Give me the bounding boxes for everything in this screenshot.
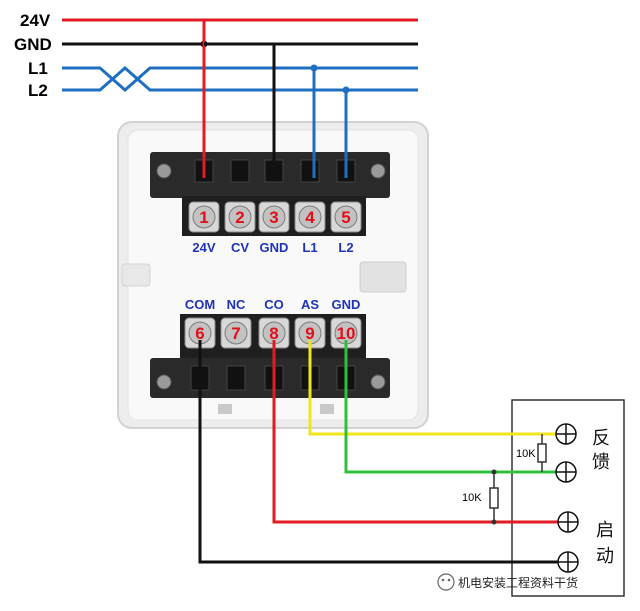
bottom-terminal-label: AS [301, 297, 319, 312]
top-terminal-label: GND [260, 240, 289, 255]
resistor-2 [489, 487, 499, 509]
bus-label-24v: 24V [20, 11, 51, 30]
top-terminal-number: 4 [305, 208, 315, 227]
bus-label-l1: L1 [28, 59, 48, 78]
bus-label-gnd: GND [14, 35, 52, 54]
bottom-terminal-6: COM 6 [184, 297, 216, 391]
feedback-label: 反 [592, 428, 610, 449]
start-label-2: 动 [596, 546, 614, 567]
resistor-1 [537, 443, 547, 463]
feedback-label-2: 馈 [592, 452, 610, 473]
resistor-2-label: 10K [462, 492, 482, 504]
bottom-terminal-label: COM [185, 297, 215, 312]
top-terminal-2: 2CV [224, 159, 256, 255]
bottom-terminal-label: NC [227, 297, 246, 312]
bus-lines [62, 18, 418, 94]
device-terminals [555, 423, 579, 573]
bottom-terminal-number: 7 [231, 324, 240, 343]
top-terminal-number: 3 [269, 208, 278, 227]
top-terminal-label: 24V [192, 240, 215, 255]
top-terminal-number: 5 [341, 208, 350, 227]
bottom-terminal-label: CO [264, 297, 284, 312]
resistors: 10K 10K [462, 434, 547, 525]
bottom-terminal-label: GND [332, 297, 361, 312]
watermark: 机电安装工程资料干货 [437, 573, 578, 591]
bottom-terminal-number: 10 [337, 324, 356, 343]
bus-labels: 24V GND L1 L2 [14, 11, 52, 100]
wire-black-com [198, 340, 566, 564]
top-terminal-number: 2 [235, 208, 244, 227]
wire-yellow-as [308, 340, 566, 436]
top-terminal-label: L2 [338, 240, 353, 255]
bus-line-l2 [62, 66, 418, 92]
top-terminal-label: CV [231, 240, 249, 255]
top-terminal-wires [202, 20, 348, 178]
top-terminal-4: 4L1 [294, 159, 326, 255]
device-terminal-feedback-1 [555, 423, 577, 445]
top-terminal-5: 5L2 [330, 159, 362, 255]
device-terminal-feedback-2 [555, 461, 577, 483]
bottom-terminal-number: 8 [269, 324, 278, 343]
bus-line-l1 [62, 66, 418, 92]
bus-label-l2: L2 [28, 81, 48, 100]
watermark-text: 机电安装工程资料干货 [458, 575, 578, 590]
wire-red-co [272, 340, 566, 524]
device-terminal-start-1 [557, 511, 579, 533]
bottom-terminal-number: 9 [305, 324, 314, 343]
bottom-terminal-number: 6 [195, 324, 204, 343]
device-terminal-start-2 [557, 551, 579, 573]
resistor-1-label: 10K [516, 448, 536, 460]
bottom-terminal-7: NC 7 [220, 297, 252, 391]
top-terminal-1: 1 24V [188, 159, 220, 255]
top-terminal-label: L1 [302, 240, 317, 255]
top-terminal-number: 1 [199, 208, 208, 227]
start-label: 启 [596, 520, 614, 541]
